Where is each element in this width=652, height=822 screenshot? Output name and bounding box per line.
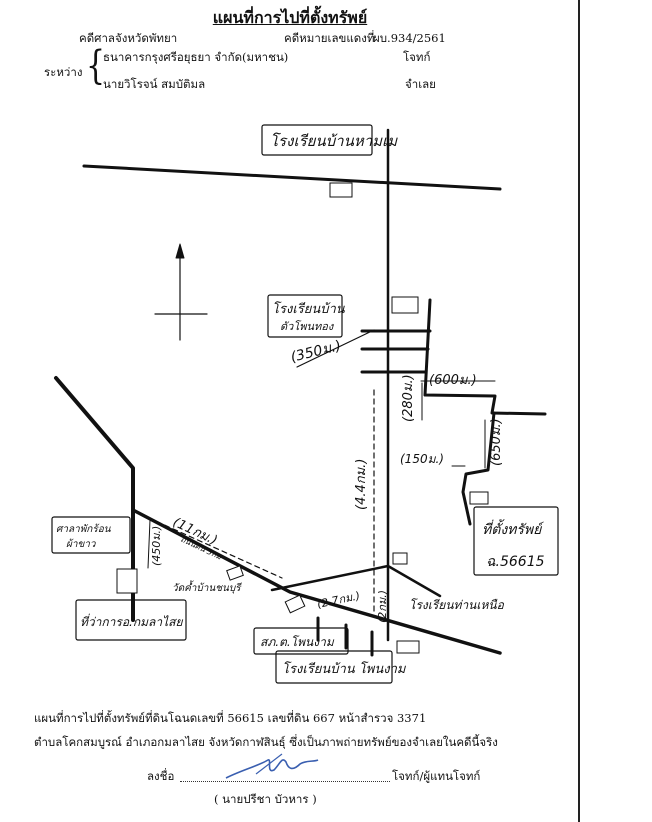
- location-map: โรงเรียนบ้านหามเม โรงเรียนบ้าน ดัวโพนทอง…: [51, 124, 559, 684]
- between-label: ระหว่าง: [44, 65, 83, 79]
- label-dist-600: (600ม.): [429, 373, 477, 388]
- school-mid-box: [391, 296, 419, 314]
- label-school-bottom: โรงเรียนบ้าน โพนงาม: [282, 661, 407, 677]
- party1-role: โจทก์: [403, 50, 431, 64]
- road-lower: [131, 508, 502, 655]
- label-dist-650: (650ม.): [489, 418, 504, 466]
- label-property1: ที่ตั้งทรัพย์: [482, 519, 544, 538]
- temple-box: [226, 565, 244, 581]
- label-dist-2km: (2กม.): [376, 590, 389, 623]
- court-name: คดีศาลจังหวัดพัทยา: [79, 31, 178, 45]
- road-top: [82, 164, 502, 191]
- school-top-box: [329, 182, 353, 198]
- sign-suffix: โจทก์/ผู้แทนโจทก์: [392, 769, 481, 783]
- label-dist-150: (150ม.): [400, 452, 444, 466]
- label-police: สภ.ต.โพนงาม: [260, 635, 335, 649]
- sign-prefix: ลงชื่อ: [147, 769, 175, 783]
- brace-icon: {: [86, 43, 106, 90]
- page-title: แผนที่การไปที่ตั้งทรัพย์: [212, 8, 368, 27]
- label-district: ที่ว่าการอ.กมลาไสย: [80, 613, 183, 629]
- police-box: [284, 594, 306, 614]
- label-dist-4km: (4.4กม.): [354, 459, 369, 510]
- label-school-east: โรงเรียนท่านเหนือ: [409, 598, 505, 612]
- page-border: [578, 0, 580, 822]
- label-school-mid1: โรงเรียนบ้าน: [272, 301, 346, 317]
- case-number: ผบ.934/2561: [373, 31, 446, 45]
- label-bus-stop1: ศาลาพักร้อน: [56, 523, 112, 535]
- school-east-box: [392, 552, 408, 565]
- party2-role: จำเลย: [405, 77, 436, 91]
- label-dist-450: (450ม.): [150, 526, 163, 566]
- signature-line: [180, 781, 390, 782]
- label-bus-stop2: ผ้าขาว: [66, 538, 97, 550]
- road-east: [423, 298, 547, 416]
- party2-name: นายวิโรจน์ สมบัติมล: [103, 77, 206, 91]
- label-school-mid2: ดัวโพนทอง: [280, 320, 335, 333]
- property-box: [469, 491, 489, 505]
- label-dist-280: (280ม.): [401, 374, 416, 422]
- label-school-top: โรงเรียนบ้านหามเม: [270, 132, 398, 150]
- footer-line2: ตำบลโคกสมบูรณ์ อำเภอกมลาไสย จังหวัดกาฬสิ…: [34, 735, 498, 749]
- label-dist-350: (350ม.): [289, 338, 343, 366]
- party1-name: ธนาคารกรุงศรีอยุธยา จำกัด(มหาชน): [103, 50, 289, 64]
- signer-name: ( นายปรีชา บัวหาร ): [214, 792, 317, 806]
- footer-line1: แผนที่การไปที่ตั้งทรัพย์ที่ดินโฉนดเลขที่…: [34, 711, 427, 725]
- signature-scribble: [225, 753, 319, 779]
- case-label: คดีหมายเลขแดงที่: [284, 31, 375, 45]
- district-box: [116, 568, 138, 594]
- label-property2: ฉ.56615: [486, 554, 545, 570]
- label-temple: วัดค้ำบ้านชนบุรี: [172, 580, 243, 594]
- school-bottom-box: [396, 640, 420, 654]
